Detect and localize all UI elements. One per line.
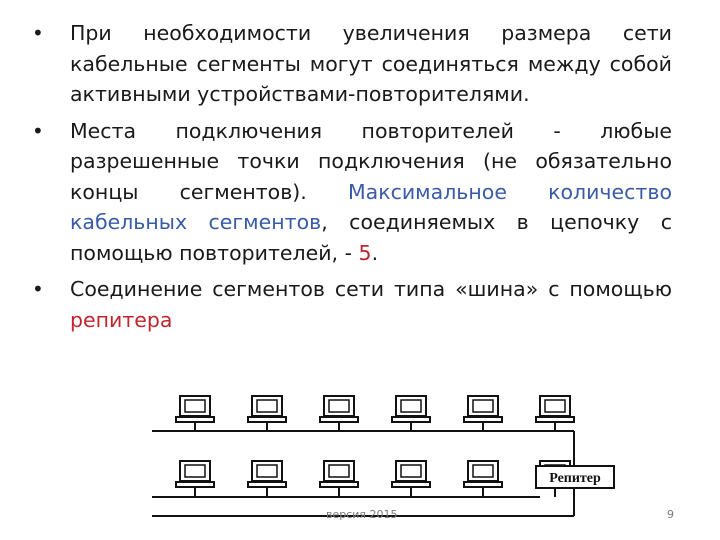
computer-icon [463, 395, 503, 431]
bullet-2: • Места подключения повторителей - любые… [30, 116, 672, 269]
bullet-2-end: . [371, 240, 379, 265]
bullet-list: • При необходимости увеличения размера с… [30, 18, 672, 341]
bullet-3-highlight: репитера [70, 307, 173, 332]
bullet-2-highlight: Максимальное количество кабельных сегмен… [70, 179, 672, 235]
repeater: Репитер [535, 465, 615, 489]
bullet-3-text: Соединение сегментов сети типа «шина» с … [70, 277, 672, 301]
bullet-2-number: 5 [358, 240, 372, 265]
bullet-marker: • [32, 118, 44, 143]
computer-icon [319, 395, 359, 431]
bullet-marker: • [32, 21, 44, 45]
computer-icon [391, 460, 431, 497]
repeater-label: Репитер [549, 471, 601, 486]
bullet-3: • Соединение сегментов сети типа «шина» … [30, 274, 672, 335]
bullet-marker: • [32, 277, 44, 301]
computer-icon [175, 460, 215, 497]
bullet-2-text-b: , соединяемых в цепочку с помощью повтор… [70, 210, 672, 265]
computer-icon [247, 395, 287, 431]
page-number: 9 [667, 508, 674, 521]
computer-icon [175, 395, 215, 431]
footer-version: версия 2015 [326, 508, 398, 521]
bullet-1-text: При необходимости увеличения размера сет… [70, 21, 672, 106]
computer-icon [319, 460, 359, 497]
bullet-1: • При необходимости увеличения размера с… [30, 18, 672, 110]
bullet-2-text-a: Места подключения повторителей - любые р… [70, 118, 672, 204]
computer-icon [463, 460, 503, 497]
computer-icon [247, 460, 287, 497]
computer-icon [391, 395, 431, 431]
computer-icon [535, 395, 575, 431]
bottom-segment [152, 460, 575, 517]
top-segment [152, 395, 575, 466]
network-diagram: Репитер [152, 395, 615, 517]
